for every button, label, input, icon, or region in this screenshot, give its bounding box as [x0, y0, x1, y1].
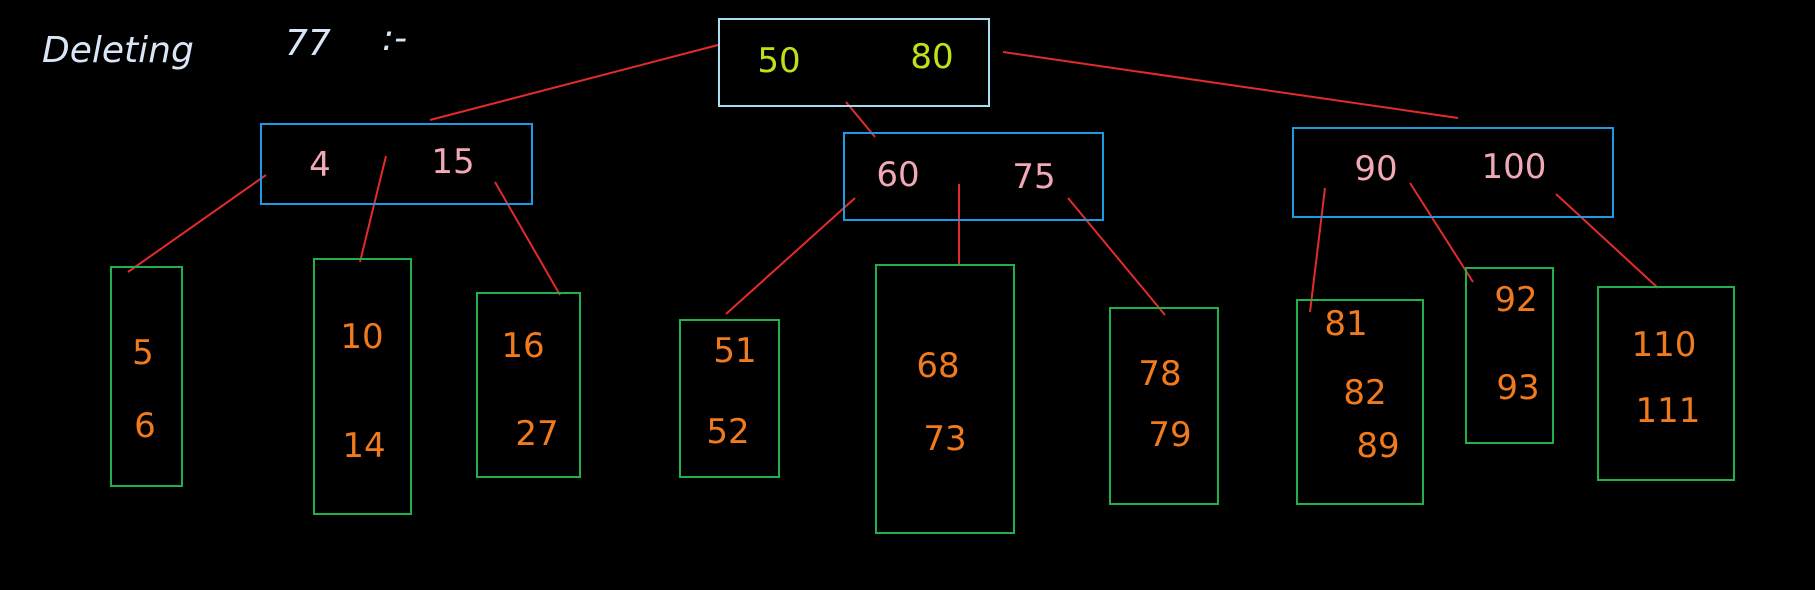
leaf-node-5: 68 73 [875, 264, 1015, 534]
internal-node-3: 90 100 [1292, 127, 1614, 218]
edge-internal-3-to-leaf-9 [1555, 193, 1659, 289]
leaf-node-6: 78 79 [1109, 307, 1219, 505]
leaf-node-7-box [1296, 299, 1424, 505]
heading-suffix: :- [382, 18, 407, 59]
internal-1-key-2: 15 [431, 142, 474, 182]
edges [127, 44, 1659, 316]
internal-2-key-2: 75 [1012, 157, 1055, 197]
edge-internal-1-to-leaf-2 [359, 155, 387, 263]
heading-number: 77 [285, 23, 331, 64]
edge-internal-1-to-leaf-1 [127, 174, 267, 273]
leaf-7-key-2: 82 [1343, 373, 1386, 413]
leaf-node-9: 110 111 [1597, 286, 1735, 481]
leaf-node-8-box [1465, 267, 1554, 444]
leaf-8-key-1: 92 [1494, 280, 1537, 320]
leaf-2-key-1: 10 [340, 317, 383, 357]
leaf-4-key-1: 51 [713, 331, 756, 371]
leaf-7-key-3: 89 [1356, 426, 1399, 466]
leaf-5-key-1: 68 [916, 346, 959, 386]
internal-3-key-2: 100 [1482, 147, 1547, 187]
leaf-1-key-2: 6 [134, 406, 156, 446]
edge-internal-3-to-leaf-8 [1409, 182, 1474, 283]
leaf-node-9-box [1597, 286, 1735, 481]
root-key-1: 50 [757, 41, 800, 81]
internal-node-3-box [1292, 127, 1614, 218]
internal-node-1: 4 15 [260, 123, 533, 205]
edge-internal-1-to-leaf-3 [494, 181, 561, 296]
leaf-2-key-2: 14 [342, 426, 385, 466]
leaf-node-8: 92 93 [1465, 267, 1554, 444]
internal-node-2: 60 75 [843, 132, 1104, 221]
edge-internal-3-to-leaf-7 [1309, 187, 1326, 313]
internal-1-key-1: 4 [309, 145, 331, 185]
edge-root-to-internal-1 [429, 44, 719, 121]
edge-internal-2-to-leaf-4 [725, 197, 856, 315]
edge-root-to-internal-2 [845, 101, 876, 138]
leaf-node-2: 10 14 [313, 258, 412, 515]
leaf-node-1: 5 6 [110, 266, 183, 487]
leaf-node-3: 16 27 [476, 292, 581, 478]
edge-internal-2-to-leaf-6 [1067, 197, 1166, 316]
edge-root-to-internal-3 [1002, 51, 1459, 119]
leaf-node-6-box [1109, 307, 1219, 505]
leaf-1-key-1: 5 [132, 333, 154, 373]
leaf-9-key-1: 110 [1632, 325, 1697, 365]
leaf-node-1-box [110, 266, 183, 487]
internal-3-key-1: 90 [1354, 149, 1397, 189]
leaf-6-key-2: 79 [1148, 415, 1191, 455]
leaf-node-2-box [313, 258, 412, 515]
leaf-3-key-1: 16 [501, 326, 544, 366]
leaf-5-key-2: 73 [923, 419, 966, 459]
leaf-7-key-1: 81 [1324, 304, 1367, 344]
leaf-6-key-1: 78 [1138, 354, 1181, 394]
internal-2-key-1: 60 [876, 155, 919, 195]
root-node: 50 80 [718, 18, 990, 107]
leaf-node-4: 51 52 [679, 319, 780, 478]
heading-word: Deleting [42, 30, 194, 71]
leaf-3-key-2: 27 [515, 414, 558, 454]
heading: Deleting 77 :- [42, 18, 407, 71]
leaf-node-4-box [679, 319, 780, 478]
leaf-node-5-box [875, 264, 1015, 534]
leaf-node-3-box [476, 292, 581, 478]
leaf-4-key-2: 52 [706, 412, 749, 452]
internal-node-1-box [260, 123, 533, 205]
leaf-node-7: 81 82 89 [1296, 299, 1424, 505]
leaf-8-key-2: 93 [1496, 368, 1539, 408]
root-node-box [718, 18, 990, 107]
leaf-9-key-2: 111 [1636, 391, 1701, 431]
root-key-2: 80 [910, 37, 953, 77]
internal-node-2-box [843, 132, 1104, 221]
